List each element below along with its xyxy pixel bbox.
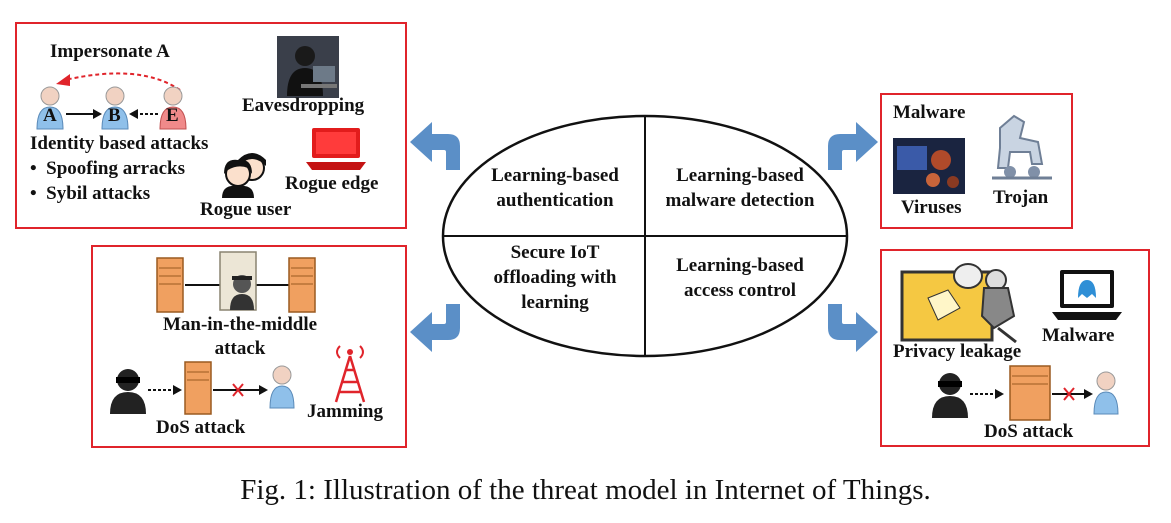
figure-caption: Fig. 1: Illustration of the threat model… bbox=[240, 474, 931, 506]
mitm-attacker-computer-icon bbox=[219, 251, 257, 311]
q3-line2: offloading with bbox=[493, 267, 617, 288]
eavesdropper-icon bbox=[277, 36, 339, 98]
dos-dashed-arrow-right bbox=[970, 389, 1004, 399]
eavesdropping-label: Eavesdropping bbox=[242, 95, 365, 116]
privacy-leakage-icon bbox=[900, 263, 1017, 344]
rogue-user-label: Rogue user bbox=[200, 199, 292, 220]
jamming-label: Jamming bbox=[307, 401, 383, 422]
dos-server-icon-right bbox=[1009, 365, 1051, 421]
trojan-horse-icon bbox=[992, 114, 1052, 180]
dos-victim-user-icon bbox=[269, 365, 295, 409]
node-a-label: A bbox=[43, 105, 57, 126]
identity-title: Identity based attacks bbox=[30, 133, 209, 154]
bullet-spoofing-text: Spoofing arracks bbox=[46, 158, 185, 179]
q2-line2: malware detection bbox=[665, 190, 815, 211]
user-e-icon bbox=[159, 86, 187, 130]
server-right-icon bbox=[288, 257, 316, 313]
q3-line1: Secure IoT bbox=[510, 242, 600, 263]
dos-attacker-icon-right bbox=[932, 373, 968, 418]
arrow-to-bottom-right bbox=[828, 304, 878, 352]
arrow-to-top-left bbox=[410, 122, 460, 170]
dos-blocked-link-right bbox=[1052, 387, 1093, 401]
arrow-to-top-right bbox=[828, 122, 878, 170]
q4-line2: access control bbox=[683, 280, 797, 301]
dos-dashed-arrow bbox=[148, 385, 182, 395]
rogue-edge-laptop-icon bbox=[306, 128, 366, 170]
server-left-icon bbox=[156, 257, 184, 313]
trojan-label: Trojan bbox=[993, 187, 1049, 208]
q2-line1: Learning-based bbox=[676, 165, 804, 186]
privacy-leakage-label: Privacy leakage bbox=[893, 341, 1022, 362]
e-to-b-arrow bbox=[129, 109, 158, 119]
impersonate-label: Impersonate A bbox=[50, 41, 170, 62]
jamming-tower-icon bbox=[334, 345, 366, 403]
dos-server-icon bbox=[184, 361, 212, 415]
dos-attacker-icon bbox=[110, 369, 146, 414]
virus-icon bbox=[893, 138, 965, 194]
rogue-edge-label: Rogue edge bbox=[285, 173, 379, 194]
dos-label-left: DoS attack bbox=[156, 417, 246, 438]
user-a-icon bbox=[36, 86, 64, 130]
arrow-to-bottom-left bbox=[410, 304, 460, 352]
dos-label-right: DoS attack bbox=[984, 421, 1074, 442]
q1-line2: authentication bbox=[496, 190, 614, 211]
rogue-user-icon bbox=[222, 153, 266, 198]
center-ellipse bbox=[441, 114, 849, 358]
bullet-sybil: • Sybil attacks bbox=[30, 183, 151, 204]
mitm-label-line2: attack bbox=[214, 338, 266, 359]
q4-line1: Learning-based bbox=[676, 255, 804, 276]
q3-line3: learning bbox=[521, 292, 589, 313]
dos-blocked-link bbox=[213, 383, 268, 397]
bullet-sybil-text: Sybil attacks bbox=[46, 183, 151, 204]
viruses-label: Viruses bbox=[901, 197, 962, 218]
node-b-label: B bbox=[108, 105, 121, 126]
malware-title: Malware bbox=[893, 102, 966, 123]
a-to-b-arrow bbox=[66, 109, 102, 119]
dos-victim-user-icon-right bbox=[1093, 371, 1119, 415]
malware-laptop-icon bbox=[1052, 270, 1122, 320]
impersonate-arrow bbox=[56, 72, 181, 91]
malware-label-right: Malware bbox=[1042, 325, 1115, 346]
identity-attacks-box bbox=[15, 22, 407, 229]
q1-line1: Learning-based bbox=[491, 165, 619, 186]
mitm-label-line1: Man-in-the-middle bbox=[162, 314, 318, 335]
user-b-icon bbox=[101, 86, 129, 130]
node-e-label: E bbox=[166, 105, 179, 126]
bullet-spoofing: • Spoofing arracks bbox=[30, 158, 185, 179]
